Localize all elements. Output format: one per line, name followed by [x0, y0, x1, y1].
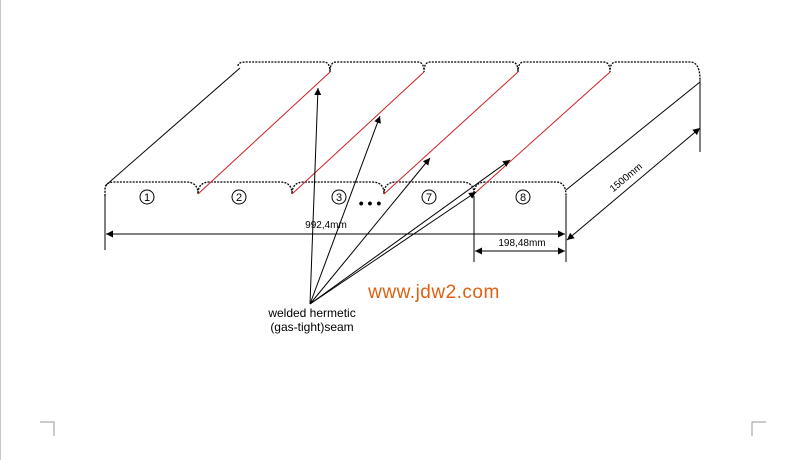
panel-number-2: 2: [236, 192, 242, 204]
weld-caption-line-1: welded hermetic: [267, 306, 355, 320]
leader-arrow-4: [309, 191, 477, 305]
panel-number-8: 8: [520, 192, 526, 204]
seam-line-4: [473, 71, 611, 195]
left-edge-line: [104, 67, 241, 187]
panel-circle-7: 7: [421, 189, 437, 205]
corner-mark-left: [40, 421, 55, 436]
length-dimension-line: [566, 127, 701, 241]
leader-arrow-3: [309, 157, 431, 305]
page-edge-rule: [0, 0, 1, 460]
leader-arrow-1: [309, 87, 322, 305]
leader-arrow-2: [309, 115, 381, 305]
panel-number-7: 7: [426, 192, 432, 204]
seam-line-1: [197, 71, 331, 195]
panel-circle-3: 3: [331, 189, 347, 205]
seam-line-2: [291, 71, 425, 195]
corner-mark-right: [751, 421, 766, 436]
total-width-label: 992,4mm: [305, 220, 347, 231]
panel-width-label: 198,48mm: [498, 238, 545, 249]
watermark-text: www.jdw2.com: [367, 282, 500, 303]
panel-ellipsis: • • •: [359, 195, 382, 211]
back-profile: [237, 61, 701, 81]
panel-circle-8: 8: [515, 189, 531, 205]
leader-arrow-5: [309, 159, 511, 305]
panel-number-1: 1: [144, 192, 150, 204]
front-profile: [104, 181, 567, 197]
seam-line-3: [383, 71, 519, 195]
seam-leader-arrows: [309, 87, 511, 305]
panel-circle-2: 2: [231, 189, 247, 205]
panel-circle-1: 1: [139, 189, 155, 205]
weld-caption-line-2: (gas-tight)seam: [270, 320, 353, 334]
panel-number-3: 3: [336, 192, 342, 204]
